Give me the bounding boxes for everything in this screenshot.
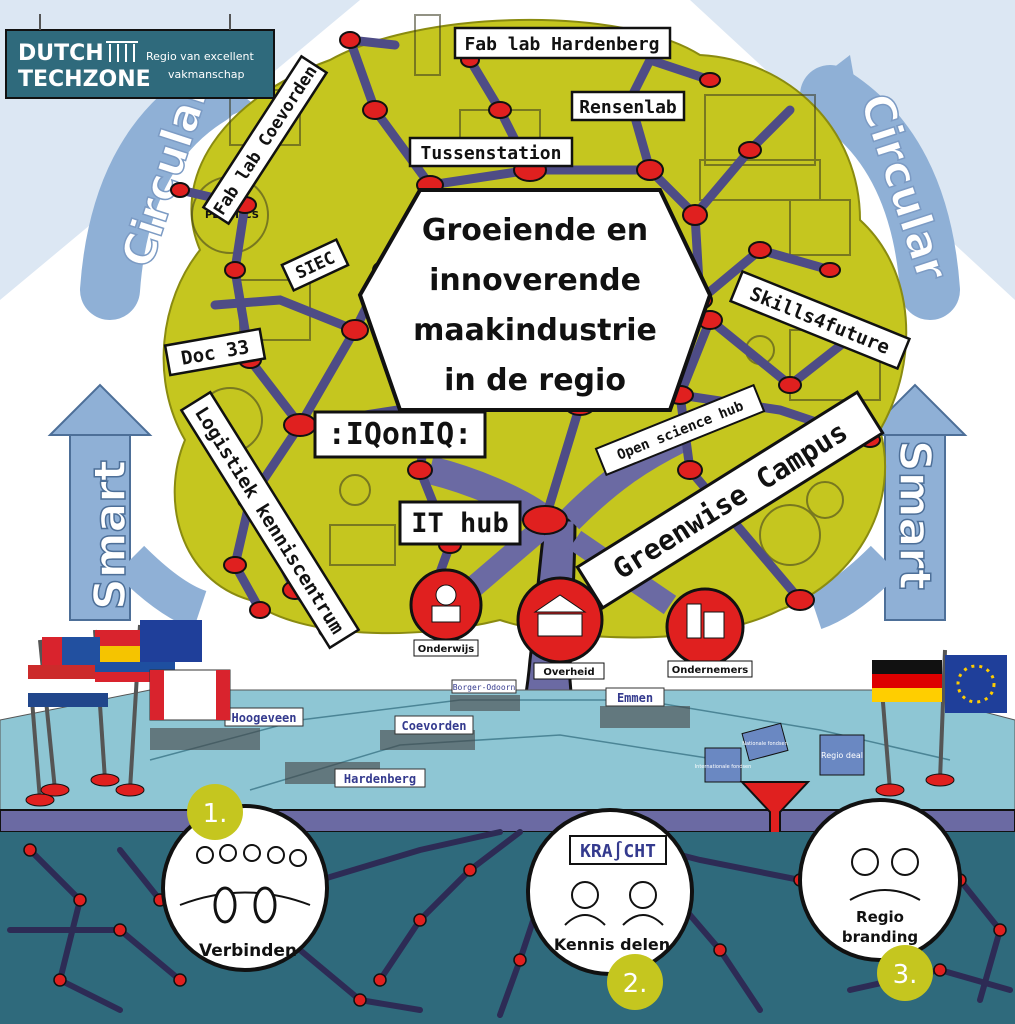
logo-tagline-1: Regio van excellent: [146, 50, 254, 63]
smart-arrow-left: [47, 383, 208, 629]
svg-text:2.: 2.: [623, 969, 648, 999]
town-label-hardenberg: Hardenberg: [334, 768, 426, 788]
svg-text:Borger-Odoorn: Borger-Odoorn: [453, 683, 516, 692]
svg-text:Inter­nationale fondsen: Inter­nationale fondsen: [695, 764, 752, 770]
svg-text:Hardenberg: Hardenberg: [344, 772, 416, 786]
town-label-coevorden: Coevorden: [394, 715, 474, 735]
svg-text:Fab lab Hardenberg: Fab lab Hardenberg: [464, 34, 659, 55]
pillar-circle-verbinden: Verbinden: [161, 804, 329, 972]
center-line-3: maakindustrie: [413, 313, 657, 348]
svg-text:Tussenstation: Tussenstation: [421, 143, 562, 164]
svg-text:3.: 3.: [893, 960, 918, 990]
wrench-icon: [704, 94, 816, 166]
svg-text:Onderwijs: Onderwijs: [418, 644, 475, 655]
flag-white-red: [149, 669, 231, 721]
label-doc33: Doc 33: [163, 327, 267, 377]
svg-text:Coevorden: Coevorden: [401, 719, 466, 733]
machine-icon: [414, 14, 441, 76]
gear-icon: [759, 504, 821, 566]
smart-word-left: Smart: [85, 460, 136, 610]
watering-can-3: Regio deal: [819, 734, 865, 776]
label-siec: SIEC: [280, 237, 350, 293]
flag-germany: [872, 660, 942, 702]
center-line-4: in de regio: [444, 363, 626, 398]
sector-overheid: Overheid: [516, 576, 605, 680]
label-iqoniq: :IQonIQ:: [313, 410, 487, 459]
town-label-borger-odoorn: Borger-Odoorn: [451, 679, 517, 694]
svg-text:Verbinden: Verbinden: [199, 941, 297, 961]
flags-right: [872, 649, 1007, 797]
svg-text:Emmen: Emmen: [617, 691, 653, 705]
center-line-1: Groeiende en: [422, 213, 648, 248]
town-label-emmen: Emmen: [605, 687, 665, 707]
logo: DUTCH TECHZONE Regio van excellent vakma…: [5, 14, 275, 99]
svg-text:IT hub: IT hub: [411, 508, 509, 539]
circular-arrow-right: [785, 55, 960, 320]
town-label-hoogeveen: Hoogeveen: [224, 707, 304, 727]
center-hexagon: [357, 188, 713, 412]
flags-left: [25, 620, 231, 807]
svg-text:Kennis delen: Kennis delen: [554, 935, 670, 954]
gear-small-icon: [806, 481, 844, 519]
flag-blue-red: [42, 637, 100, 665]
badge-3: 3.: [877, 945, 933, 1001]
pillar-circle-kennis-delen: KRA∫CHT Kennis delen: [526, 808, 694, 976]
svg-text:Nationale fondsen: Nationale fondsen: [742, 741, 788, 747]
socket-icon: [253, 886, 277, 924]
flag-eu: [945, 655, 1007, 713]
watering-can-2: Nationale fondsen: [741, 722, 789, 762]
svg-text:Rensenlab: Rensenlab: [579, 97, 677, 118]
server-icon: [329, 524, 396, 566]
sector-onderwijs: Onderwijs: [409, 568, 483, 657]
svg-text:Regio: Regio: [856, 908, 904, 926]
tool-bar-icon: [699, 159, 821, 201]
label-tussenstation: Tussenstation: [408, 136, 574, 168]
box-icon: [789, 199, 851, 256]
pillars-icon: [106, 41, 138, 62]
sector-ondernemers: Ondernemers: [665, 587, 753, 678]
logo-brand-2: TECHZONE: [18, 67, 151, 92]
flag-eu-left: [140, 620, 202, 662]
logo-tagline-2: vakmanschap: [168, 68, 245, 81]
svg-text:Regio deal: Regio deal: [821, 751, 863, 760]
plug-icon: [213, 886, 237, 924]
nut-icon: [339, 474, 371, 506]
smart-word-right: Smart: [889, 440, 940, 590]
svg-text:Overheid: Overheid: [543, 667, 594, 678]
badge-1: 1.: [187, 784, 243, 840]
flag-red-white-blue: [28, 665, 108, 707]
label-fablab-hardenberg: Fab lab Hardenberg: [453, 26, 672, 60]
label-it-hub: IT hub: [398, 500, 522, 546]
center-line-2: innoverende: [429, 263, 641, 298]
kracht-sign: KRA∫CHT: [580, 840, 656, 862]
svg-text:Ondernemers: Ondernemers: [672, 665, 749, 676]
logo-brand-1: DUTCH: [18, 41, 104, 66]
pillar-circle-regio-branding: Regio branding: [798, 798, 962, 962]
svg-text::IQonIQ:: :IQonIQ:: [328, 417, 473, 452]
svg-text:Hoogeveen: Hoogeveen: [231, 711, 296, 725]
svg-text:1.: 1.: [203, 799, 228, 829]
badge-2: 2.: [607, 954, 663, 1010]
watering-can-1: Inter­nationale fondsen: [695, 747, 752, 783]
smart-arrow-right: [807, 383, 968, 629]
label-rensenlab: Rensenlab: [570, 90, 686, 122]
svg-text:branding: branding: [842, 928, 918, 946]
